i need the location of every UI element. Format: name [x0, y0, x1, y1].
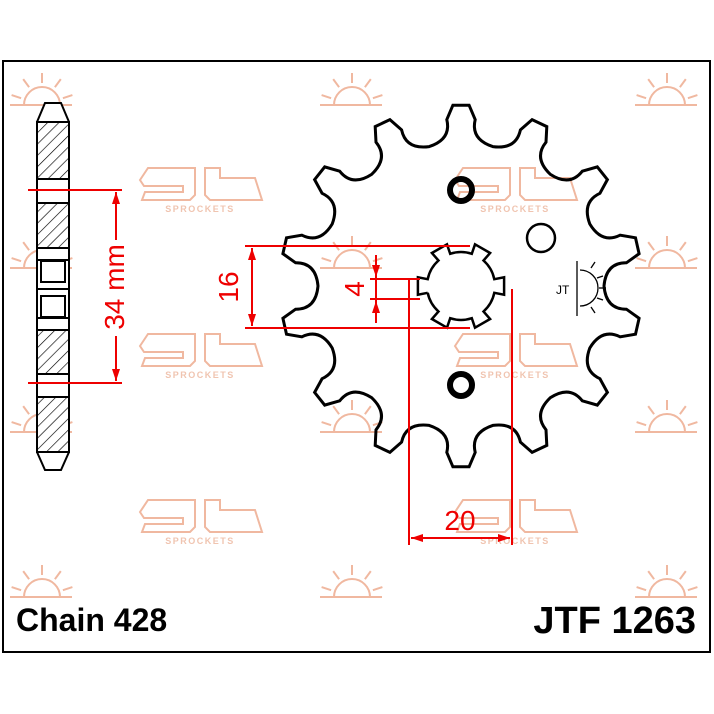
mounting-hole-top: [447, 176, 475, 204]
sun-watermark-icon: [320, 565, 383, 598]
pitch-dimension-label: 34 mm: [99, 244, 130, 330]
svg-text:JT: JT: [556, 283, 570, 297]
sun-watermark-icon: [10, 73, 73, 106]
sprockets-watermark-text: SPROCKETS: [165, 204, 235, 214]
spline-diameter-label: 16: [213, 271, 244, 302]
sprocket-outline: [281, 103, 641, 469]
mounting-hole-bottom: [447, 371, 475, 399]
sun-watermark-icon: [320, 73, 383, 106]
watermark-layer: SPROCKETS SPROCKETS SPROCKETS SPROCKETS SPRO…: [10, 73, 698, 598]
dimension-lines: [28, 189, 513, 545]
sprockets-watermark-text: SPROCKETS: [480, 204, 550, 214]
sun-watermark-icon: [320, 400, 383, 433]
sun-watermark-icon: [320, 236, 383, 269]
sun-watermark-icon: [635, 73, 698, 106]
sun-watermark-icon: [635, 236, 698, 269]
lightening-hole: [525, 222, 557, 254]
sprockets-watermark-text: SPROCKETS: [480, 370, 550, 380]
sun-watermark-icon: [10, 565, 73, 598]
spline-width-label: 4: [339, 281, 370, 297]
jt-logo-watermark: [138, 167, 264, 201]
sprockets-watermark-text: SPROCKETS: [165, 536, 235, 546]
sun-watermark-icon: [635, 400, 698, 433]
sprockets-watermark-text: SPROCKETS: [480, 536, 550, 546]
jt-logo-watermark: [138, 499, 264, 533]
part-number-label: JTF 1263: [533, 600, 696, 642]
jt-logo-watermark: [138, 333, 264, 367]
hub-width-label: 20: [444, 505, 475, 536]
sun-watermark-icon: [635, 565, 698, 598]
jt-logo-watermark: [453, 499, 579, 533]
chain-size-label: Chain 428: [16, 602, 168, 638]
jt-logo-watermark: [453, 333, 579, 367]
side-view: [36, 102, 70, 471]
jt-sun-stamp-icon: JT: [556, 261, 606, 316]
drawing-frame: [2, 60, 711, 653]
spline-bore: [416, 242, 506, 330]
sprockets-watermark-text: SPROCKETS: [165, 370, 235, 380]
